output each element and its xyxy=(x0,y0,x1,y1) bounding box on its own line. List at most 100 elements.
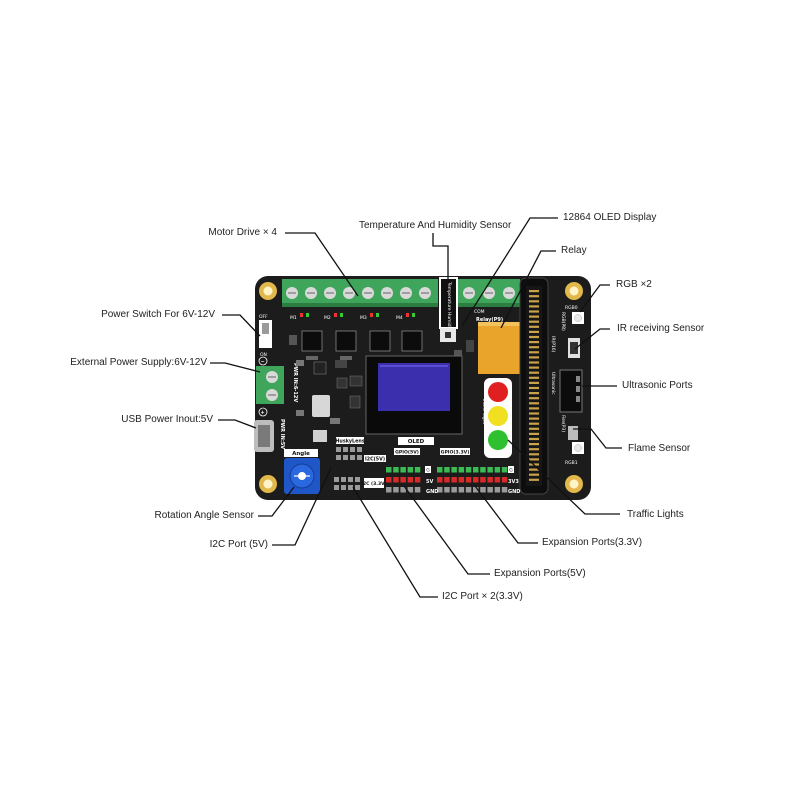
header-pin xyxy=(501,467,508,473)
flame-sensor-module: Fire(P3) xyxy=(560,415,578,440)
header-pin xyxy=(386,467,392,473)
edge-pin xyxy=(529,468,539,471)
header-pin xyxy=(494,467,501,473)
svg-text:PWR IN:5V: PWR IN:5V xyxy=(279,419,285,449)
header-pin xyxy=(348,477,353,482)
mounting-hole-br xyxy=(565,475,583,493)
leader-lines xyxy=(210,217,622,598)
header-pin xyxy=(465,487,472,493)
traffic-light-yellow xyxy=(488,406,508,426)
header-pin xyxy=(407,467,414,473)
header-pin xyxy=(414,487,421,493)
header-pin xyxy=(458,487,465,493)
callout-rotation-sensor: Rotation Angle Sensor xyxy=(154,510,254,521)
svg-text:M1: M1 xyxy=(290,315,297,321)
edge-pin xyxy=(529,351,539,354)
callout-usb-power: USB Power Inout:5V xyxy=(121,414,213,425)
edge-pin xyxy=(529,376,539,379)
mounting-hole-tr xyxy=(565,282,583,300)
traffic-light-green xyxy=(488,430,508,450)
callout-expansion-5v: Expansion Ports(5V) xyxy=(494,568,586,579)
rotation-potentiometer: Angle xyxy=(284,449,320,494)
header-pin xyxy=(386,477,392,483)
svg-text:RGB0: RGB0 xyxy=(565,305,578,311)
edge-pin xyxy=(529,320,539,323)
header-pin xyxy=(473,487,479,493)
rgb-led-bottom: RGB1 xyxy=(565,442,584,466)
svg-text:OLED: OLED xyxy=(408,439,425,445)
traffic-light: Traffic Light xyxy=(481,378,512,458)
motor-terminal-block xyxy=(282,279,438,307)
header-pin xyxy=(437,467,443,473)
svg-text:RGB1: RGB1 xyxy=(565,460,578,466)
edge-pin xyxy=(529,366,539,369)
header-pin xyxy=(400,477,406,483)
header-pin xyxy=(473,467,479,473)
edge-pin xyxy=(529,412,539,415)
svg-text:IR(P16): IR(P16) xyxy=(550,336,556,353)
header-pin xyxy=(444,477,450,483)
svg-text:PWR IN:6-12V: PWR IN:6-12V xyxy=(292,363,298,402)
svg-text:I2C(5V): I2C(5V) xyxy=(365,457,385,463)
edge-pin xyxy=(529,325,539,328)
edge-pin xyxy=(529,315,539,318)
svg-text:RGB(P8): RGB(P8) xyxy=(560,312,566,331)
edge-pin xyxy=(529,443,539,446)
edge-pin xyxy=(529,361,539,364)
callout-i2c-5v: I2C Port (5V) xyxy=(209,539,268,550)
header-pin xyxy=(386,487,392,493)
motor-driver-chips xyxy=(289,330,423,360)
edge-pin xyxy=(529,381,539,384)
header-pin xyxy=(343,455,348,460)
header-pin xyxy=(341,485,346,490)
header-pin xyxy=(437,477,443,483)
svg-text:5V: 5V xyxy=(426,479,433,485)
header-pin xyxy=(355,477,360,482)
edge-pin xyxy=(529,310,539,313)
header-pin xyxy=(407,477,414,483)
header-pin xyxy=(451,487,457,493)
callout-traffic-lights: Traffic Lights xyxy=(627,509,684,520)
relay-module: COM Relay(P9) xyxy=(474,309,520,374)
header-pin xyxy=(334,477,339,482)
svg-text:Ultrasonic: Ultrasonic xyxy=(550,372,556,395)
header-pin xyxy=(341,477,346,482)
traffic-light-red xyxy=(488,382,508,402)
usb-connector: PWR IN:5V xyxy=(254,419,285,452)
edge-pin xyxy=(529,448,539,451)
header-pin xyxy=(480,487,486,493)
edge-pin xyxy=(529,453,539,456)
header-pin xyxy=(444,487,450,493)
header-pin xyxy=(407,487,414,493)
callout-relay: Relay xyxy=(561,245,587,256)
oled-display: OLED xyxy=(365,355,463,445)
header-pin xyxy=(357,455,362,460)
header-pin xyxy=(357,447,362,452)
header-pin xyxy=(465,467,472,473)
header-pin xyxy=(350,447,355,452)
svg-text:Angle: Angle xyxy=(292,451,310,457)
edge-pin xyxy=(529,417,539,420)
header-pin xyxy=(458,467,465,473)
edge-pin xyxy=(529,356,539,359)
power-switch: OFF ON xyxy=(259,314,272,358)
callout-power-switch: Power Switch For 6V-12V xyxy=(101,309,215,320)
svg-text:GPIO(5V): GPIO(5V) xyxy=(395,450,419,456)
callout-flame-sensor: Flame Sensor xyxy=(628,443,691,454)
header-pin xyxy=(501,487,508,493)
svg-text:OFF: OFF xyxy=(259,314,268,320)
svg-text:M2: M2 xyxy=(324,315,331,321)
header-pin xyxy=(480,477,486,483)
svg-text:3V3: 3V3 xyxy=(508,479,519,485)
svg-text:M3: M3 xyxy=(360,315,367,321)
header-pin xyxy=(414,477,421,483)
header-pin xyxy=(451,467,457,473)
header-pin xyxy=(343,447,348,452)
edge-pin xyxy=(529,407,539,410)
edge-pin xyxy=(529,473,539,476)
svg-text:Relay(P9): Relay(P9) xyxy=(476,317,503,323)
header-pin xyxy=(487,467,493,473)
header-pin xyxy=(437,487,443,493)
header-pin xyxy=(348,485,353,490)
header-pin xyxy=(393,477,399,483)
